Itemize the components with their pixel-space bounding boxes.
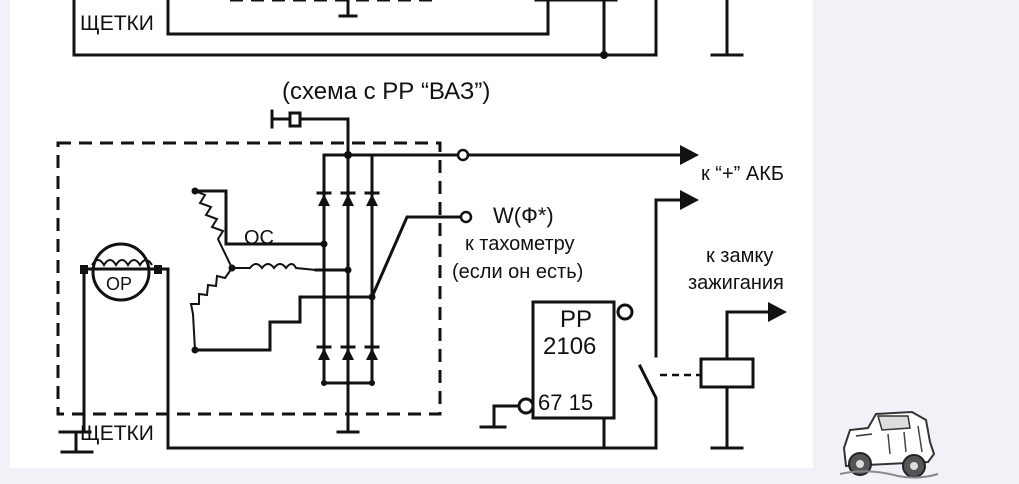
truck-logo-icon <box>839 410 939 479</box>
ignition-label-line1: к замку <box>706 245 773 267</box>
regulator-label-line1: РР <box>560 306 592 333</box>
stator-label: ОС <box>244 227 274 249</box>
regulator-label-line2: 2106 <box>543 333 596 360</box>
top-brushes-label: ЩЕТКИ <box>80 12 154 35</box>
alternator-housing <box>56 141 442 416</box>
battery-output-wire <box>322 145 699 165</box>
rotor-label: ОР <box>106 274 132 294</box>
diagram-panel <box>10 0 813 468</box>
tachometer-wire <box>370 210 473 299</box>
tacho-label-line2: (если он есть) <box>452 261 583 283</box>
rectifier-bridge <box>316 153 380 434</box>
tacho-label-line1: к тахометру <box>465 233 575 255</box>
rotor-winding <box>58 242 658 454</box>
ignition-arrow-icon <box>680 190 699 210</box>
diagram-caption: (схема с РР “ВАЗ”) <box>282 78 490 105</box>
stator-winding <box>189 187 374 354</box>
tacho-symbol: W(Ф*) <box>493 203 554 228</box>
ignition-circuit <box>637 190 787 450</box>
suppressor-capacitor <box>270 109 350 157</box>
brushes-label: ЩЕТКИ <box>80 422 154 445</box>
regulator-terminals: 67 15 <box>538 390 593 415</box>
voltage-regulator <box>479 300 634 450</box>
previous-diagram-fragment: ЩЕТКИ <box>72 0 744 59</box>
battery-arrow-icon <box>680 145 699 165</box>
relay-arrow-icon <box>768 302 787 322</box>
battery-label: к “+” АКБ <box>701 163 784 185</box>
ignition-label-line2: зажигания <box>688 272 784 294</box>
